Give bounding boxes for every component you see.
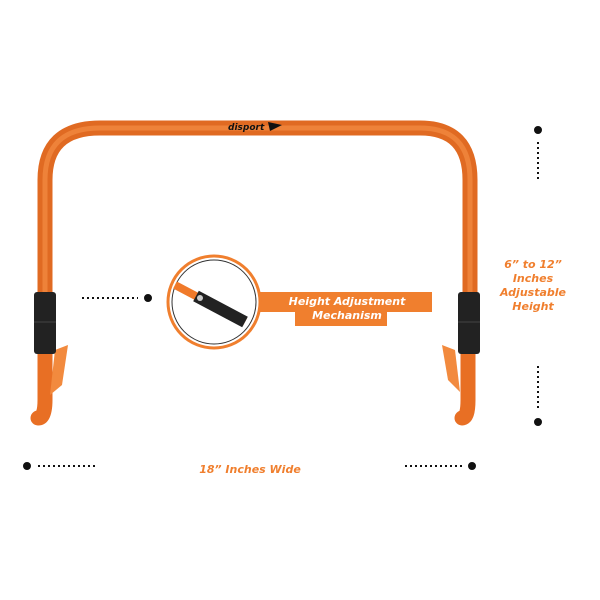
brand-logo: disport (228, 122, 282, 133)
left-sleeve (34, 292, 56, 354)
callout (166, 254, 432, 350)
callout-label-line1: Height Adjustment (288, 295, 406, 308)
svg-text:disport: disport (228, 123, 265, 133)
callout-label: Height Adjustment Mechanism (262, 295, 432, 323)
dimension-markers (23, 126, 542, 470)
callout-banner (258, 292, 432, 312)
hurdle-frame: disport (30, 120, 480, 426)
callout-label-line2: Mechanism (312, 309, 382, 322)
width-label: 18” Inches Wide (199, 463, 301, 476)
right-sleeve (458, 292, 480, 354)
height-label: 6” to 12” Inches Adjustable Height (500, 258, 566, 313)
